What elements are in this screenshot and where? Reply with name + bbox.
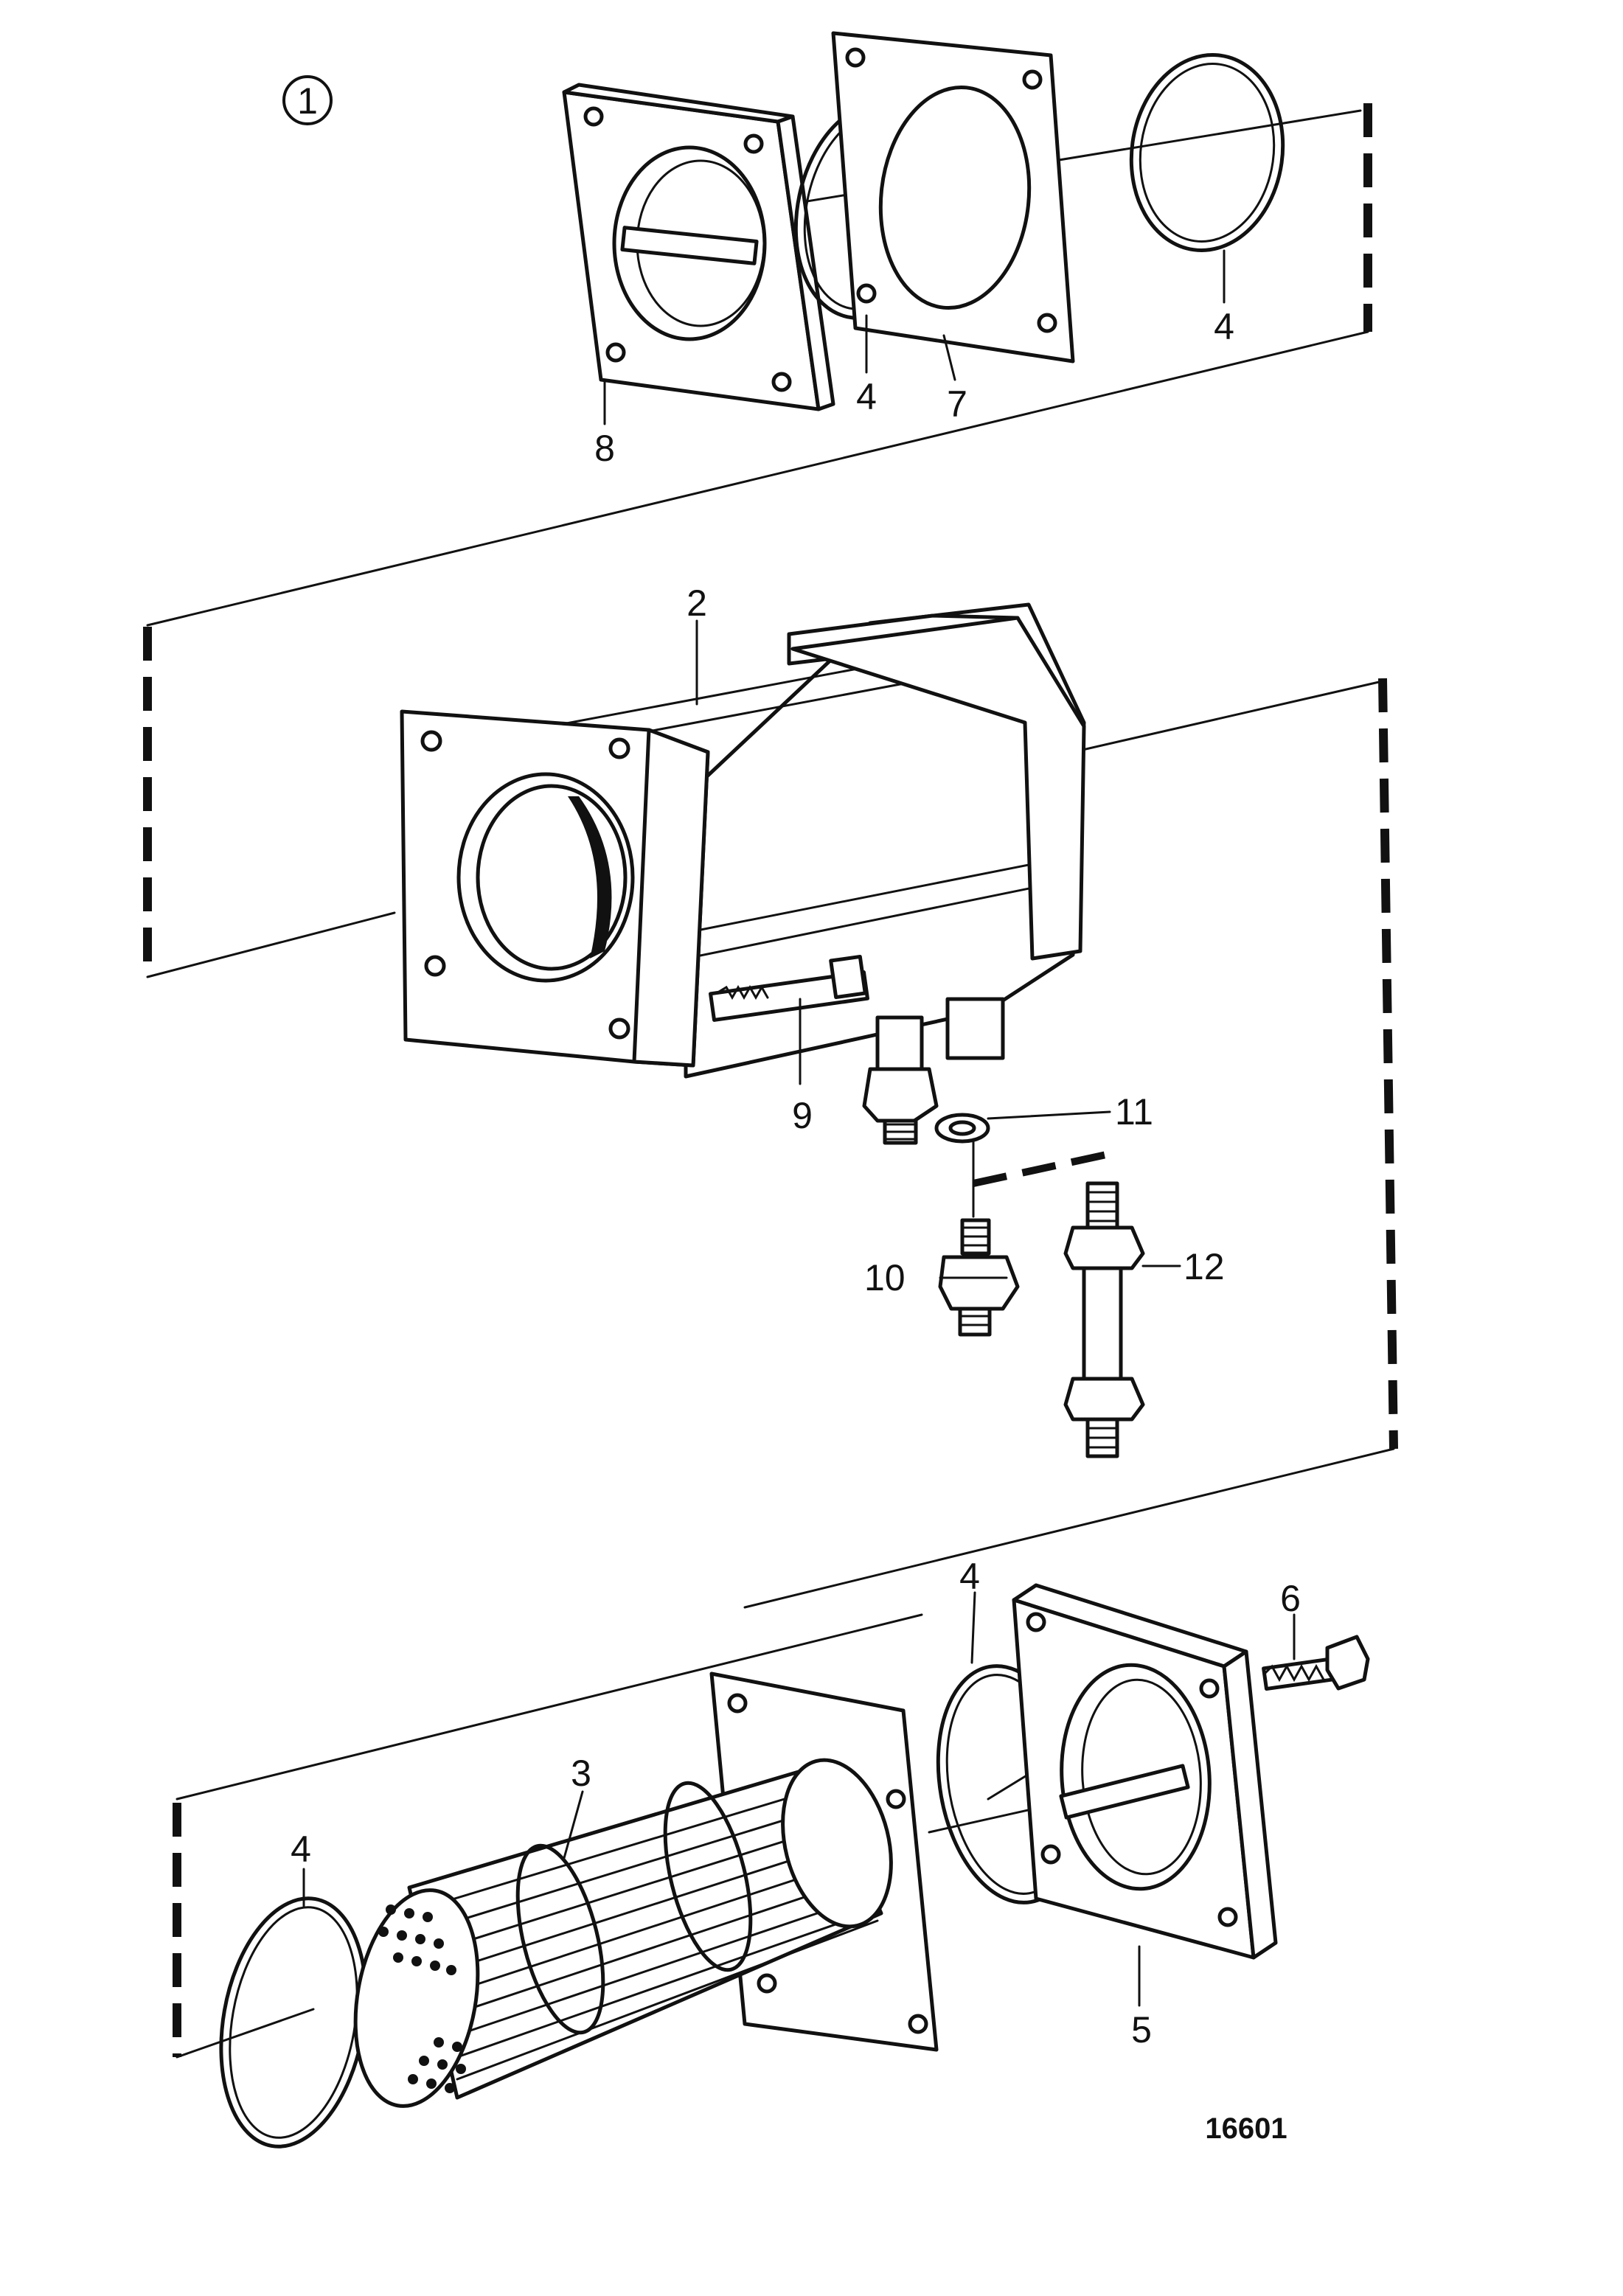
callout-8: 8 [594, 428, 615, 469]
callout-4-ring-c: 4 [291, 1829, 311, 1870]
top-callouts: 8 4 7 4 [594, 249, 1234, 469]
callout-3: 3 [571, 1753, 591, 1794]
middle-callouts: 2 9 11 10 12 [687, 582, 1225, 1298]
callout-7: 7 [947, 383, 967, 425]
tube-bundle-part-3 [353, 1671, 939, 2108]
callout-4-ring-b: 4 [1214, 306, 1234, 347]
callout-6: 6 [1280, 1578, 1301, 1619]
middle-assembly-axis [143, 627, 1398, 1609]
callout-4-ring-d: 4 [959, 1556, 980, 1597]
callout-11: 11 [1115, 1091, 1153, 1133]
fitting-connection-lines [972, 1138, 1111, 1218]
end-cover-part-5 [1012, 1583, 1278, 1960]
figure-number: 1 [297, 80, 318, 122]
figure-number-badge: 1 [282, 75, 333, 125]
bottom-callouts: 4 3 4 5 6 [291, 1556, 1301, 2050]
drawing-code: 16601 [1205, 2112, 1287, 2145]
callout-9: 9 [792, 1095, 813, 1136]
washer-part-11 [934, 1113, 990, 1144]
o-ring-part-4-b [1129, 53, 1285, 252]
end-cover-part-8 [562, 83, 835, 411]
gasket-part-7 [831, 31, 1075, 363]
callout-4-ring-a: 4 [856, 376, 877, 417]
callout-10: 10 [864, 1257, 906, 1298]
fitting-part-10 [938, 1218, 1020, 1337]
housing-part-2 [400, 602, 1086, 1145]
screw-part-6 [1262, 1635, 1370, 1691]
callout-2: 2 [687, 582, 707, 624]
callout-5: 5 [1131, 2009, 1152, 2050]
extension-part-12 [1063, 1181, 1145, 1458]
callout-12: 12 [1184, 1246, 1225, 1287]
